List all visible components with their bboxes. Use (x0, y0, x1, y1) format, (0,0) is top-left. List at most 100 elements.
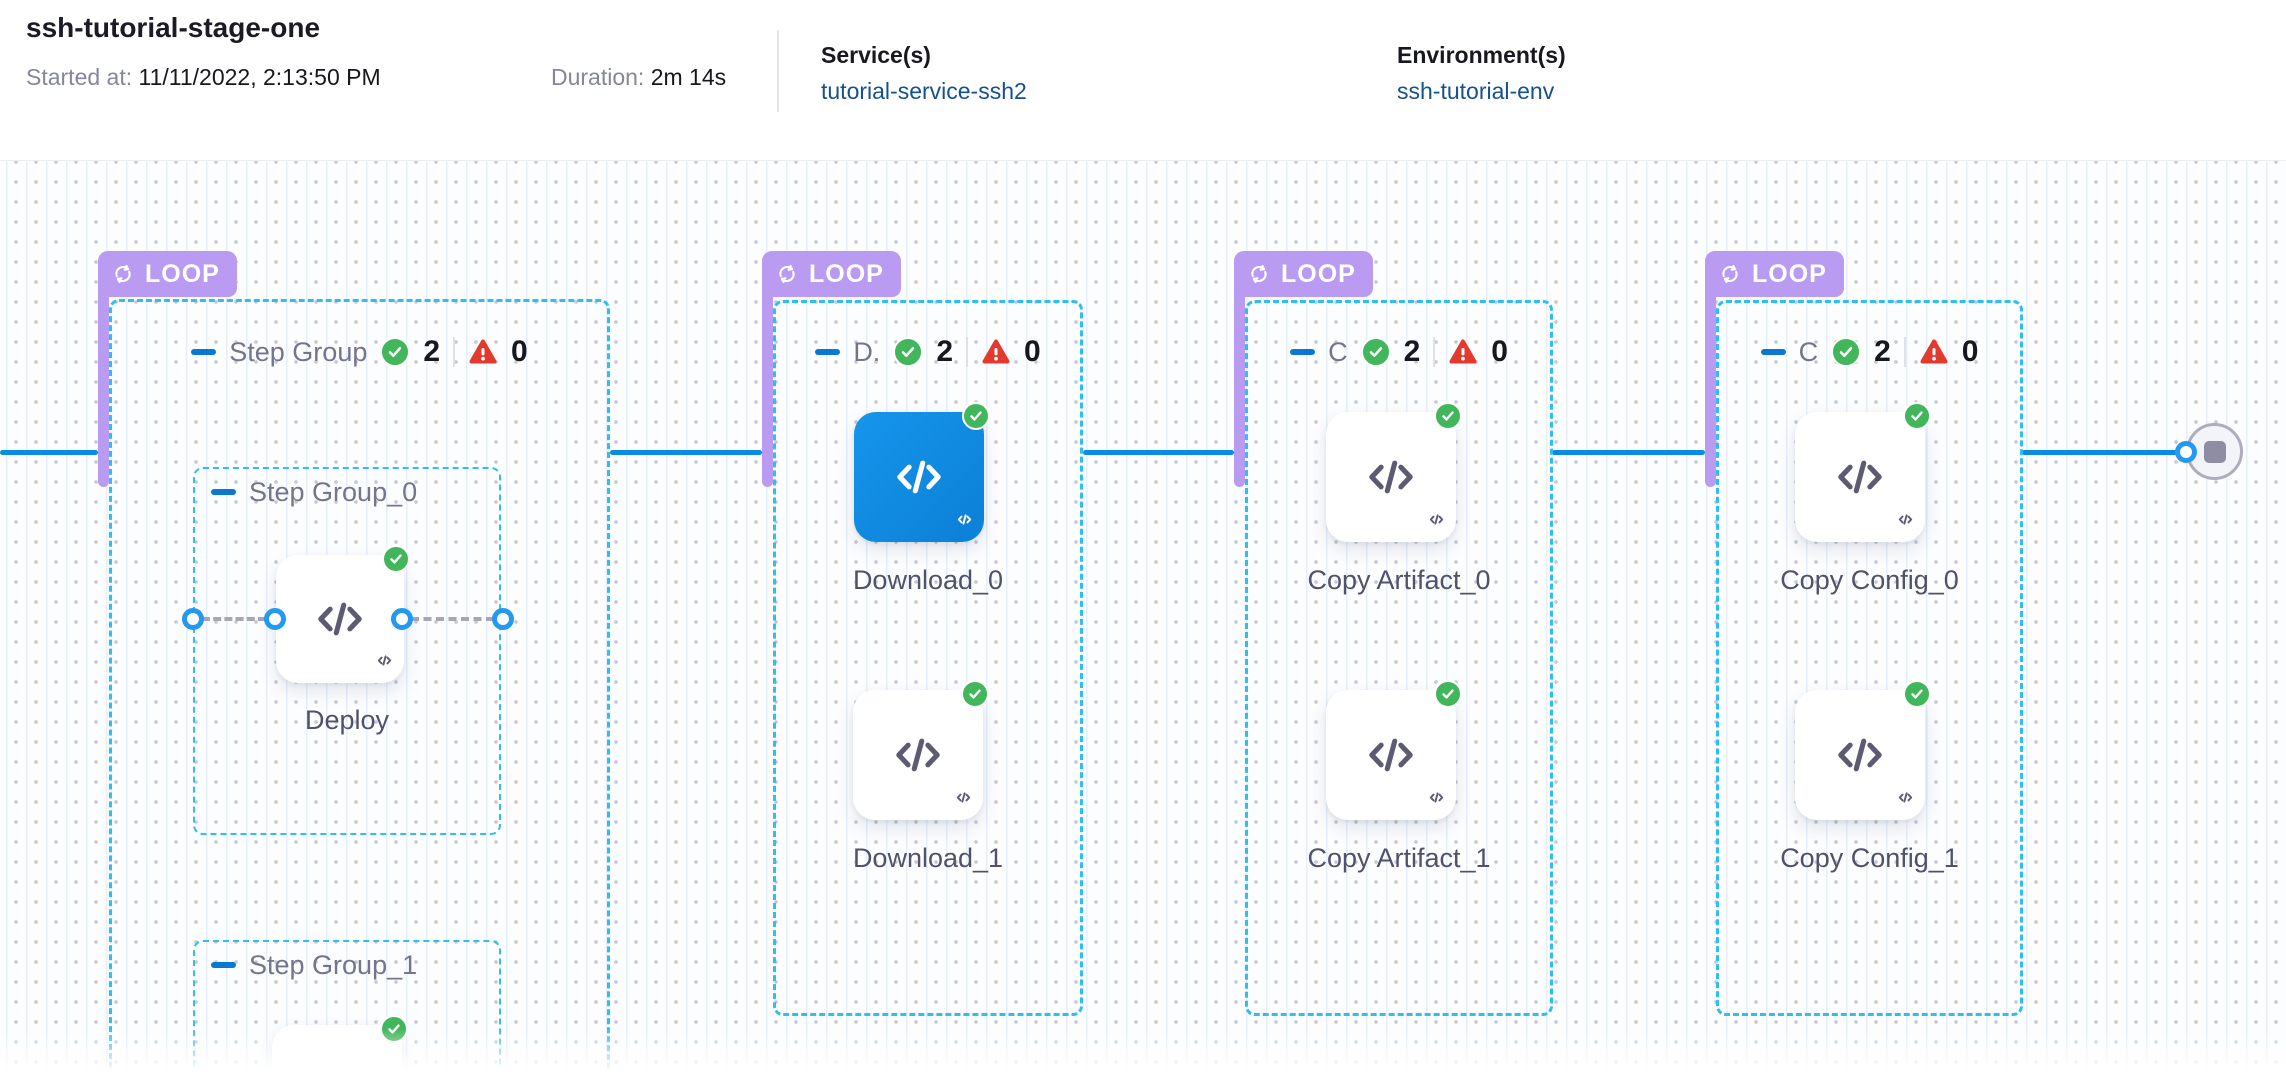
step-success-icon (382, 545, 410, 573)
collapse-minus-icon[interactable] (211, 962, 236, 968)
loop-icon (1251, 264, 1267, 284)
step-group-header: C 2 0 (1245, 332, 1553, 372)
success-count-icon (893, 337, 924, 367)
step-card-download-1[interactable] (853, 680, 989, 820)
step-label: Copy Artifact_1 (1307, 843, 1491, 873)
step-group-name: Step Group (229, 336, 368, 367)
code-step-mini-icon (375, 651, 394, 675)
collapse-minus-icon[interactable] (1290, 349, 1316, 355)
connector-port (492, 608, 514, 630)
environment-link[interactable]: ssh-tutorial-env (1397, 78, 1555, 104)
success-count-icon (1831, 337, 1862, 367)
loop-badge[interactable]: LOOP (762, 251, 901, 297)
step-label: Download_0 (852, 565, 1004, 595)
collapse-minus-icon[interactable] (191, 349, 217, 355)
step-card-download-0[interactable] (854, 402, 990, 542)
loop-badge-label: LOOP (1281, 259, 1356, 288)
inner-step-group-box (193, 467, 501, 835)
step-label: Deploy (304, 705, 390, 735)
success-count: 2 (936, 335, 953, 368)
step-success-icon (1903, 680, 1931, 708)
service-link[interactable]: tutorial-service-ssh2 (821, 78, 1027, 104)
collapse-minus-icon[interactable] (815, 349, 841, 355)
duration: Duration: 2m 14s (551, 64, 726, 91)
loop-badge[interactable]: LOOP (1234, 251, 1373, 297)
started-at-label: Started at: (26, 64, 133, 90)
step-group-box (109, 299, 610, 1082)
inner-step-group-name: Step Group_1 (249, 949, 418, 980)
collapse-minus-icon[interactable] (211, 489, 236, 495)
loop-icon (779, 264, 795, 284)
success-count-icon (380, 337, 411, 367)
step-card-deploy[interactable] (276, 545, 410, 683)
count-divider (453, 337, 456, 367)
loop-badge[interactable]: LOOP (98, 251, 237, 297)
step-label: Copy Artifact_0 (1307, 565, 1491, 595)
loop-icon (115, 264, 131, 284)
code-step-mini-icon (1427, 788, 1446, 812)
step-success-icon (1903, 402, 1931, 430)
success-count: 2 (1403, 335, 1421, 368)
inner-step-group-name: Step Group_0 (249, 476, 418, 507)
loop-strip (762, 290, 773, 487)
step-card-copy-config-0[interactable] (1795, 402, 1931, 542)
code-step-icon (321, 1073, 353, 1082)
count-divider (1903, 337, 1906, 367)
failed-count-icon (1919, 336, 1949, 368)
connector-port (182, 608, 204, 630)
loop-strip (1234, 290, 1245, 487)
connector-port (2175, 441, 2197, 463)
pipeline-connector-line (2022, 450, 2178, 455)
step-group-header: C 2 0 (1716, 332, 2023, 372)
duration-value: 2m 14s (650, 64, 727, 90)
step-group-name: D. (853, 336, 881, 367)
collapse-minus-icon[interactable] (1760, 349, 1786, 355)
loop-badge-label: LOOP (809, 259, 884, 288)
code-step-icon (897, 460, 941, 494)
pipeline-graph-canvas: LOOP Step Group 2 0 Step Group_0 (0, 160, 2286, 1082)
loop-icon (1722, 264, 1738, 284)
step-card-copy-artifact-0[interactable] (1326, 402, 1462, 542)
step-group-header: Step Group 2 0 (109, 332, 610, 372)
duration-label: Duration: (551, 64, 645, 90)
loop-strip (98, 290, 109, 487)
step-success-icon (961, 680, 989, 708)
failed-count: 0 (1024, 335, 1041, 368)
count-divider (966, 337, 968, 367)
pipeline-connector-line (0, 450, 98, 455)
failed-count-icon (981, 336, 1011, 368)
step-group-box (1716, 300, 2023, 1016)
loop-badge-label: LOOP (1752, 259, 1827, 288)
code-step-mini-icon (1896, 510, 1915, 534)
failed-count: 0 (1491, 335, 1508, 368)
code-step-icon (318, 602, 362, 636)
started-at: Started at: 11/11/2022, 2:13:50 PM (26, 64, 381, 91)
step-card-copy-config-1[interactable] (1795, 680, 1931, 820)
step-label: Copy Config_1 (1780, 843, 1959, 873)
inner-step-group-header: Step Group_0 (211, 472, 491, 512)
step-card-copy-artifact-1[interactable] (1326, 680, 1462, 820)
step-success-icon (962, 402, 990, 430)
step-connector-dashed (202, 617, 266, 621)
step-card[interactable] (272, 1015, 408, 1082)
inner-step-group-box (193, 940, 501, 1082)
failed-count: 0 (1961, 335, 1979, 368)
connector-port (264, 608, 286, 630)
code-step-icon (1838, 460, 1882, 494)
code-step-icon (1369, 738, 1413, 772)
pipeline-connector-line (1552, 450, 1705, 455)
code-step-mini-icon (1896, 788, 1915, 812)
stop-square-icon (2203, 440, 2226, 463)
code-step-mini-icon (954, 788, 973, 812)
code-step-icon (896, 738, 940, 772)
stage-title: ssh-tutorial-stage-one (26, 12, 321, 43)
code-step-icon (1838, 738, 1882, 772)
failed-count: 0 (511, 335, 528, 368)
count-divider (1433, 337, 1436, 367)
environments-label: Environment(s) (1397, 42, 1566, 68)
loop-badge[interactable]: LOOP (1705, 251, 1844, 297)
pipeline-connector-line (610, 450, 762, 455)
pipeline-connector-line (1083, 450, 1234, 455)
step-success-icon (1434, 680, 1462, 708)
